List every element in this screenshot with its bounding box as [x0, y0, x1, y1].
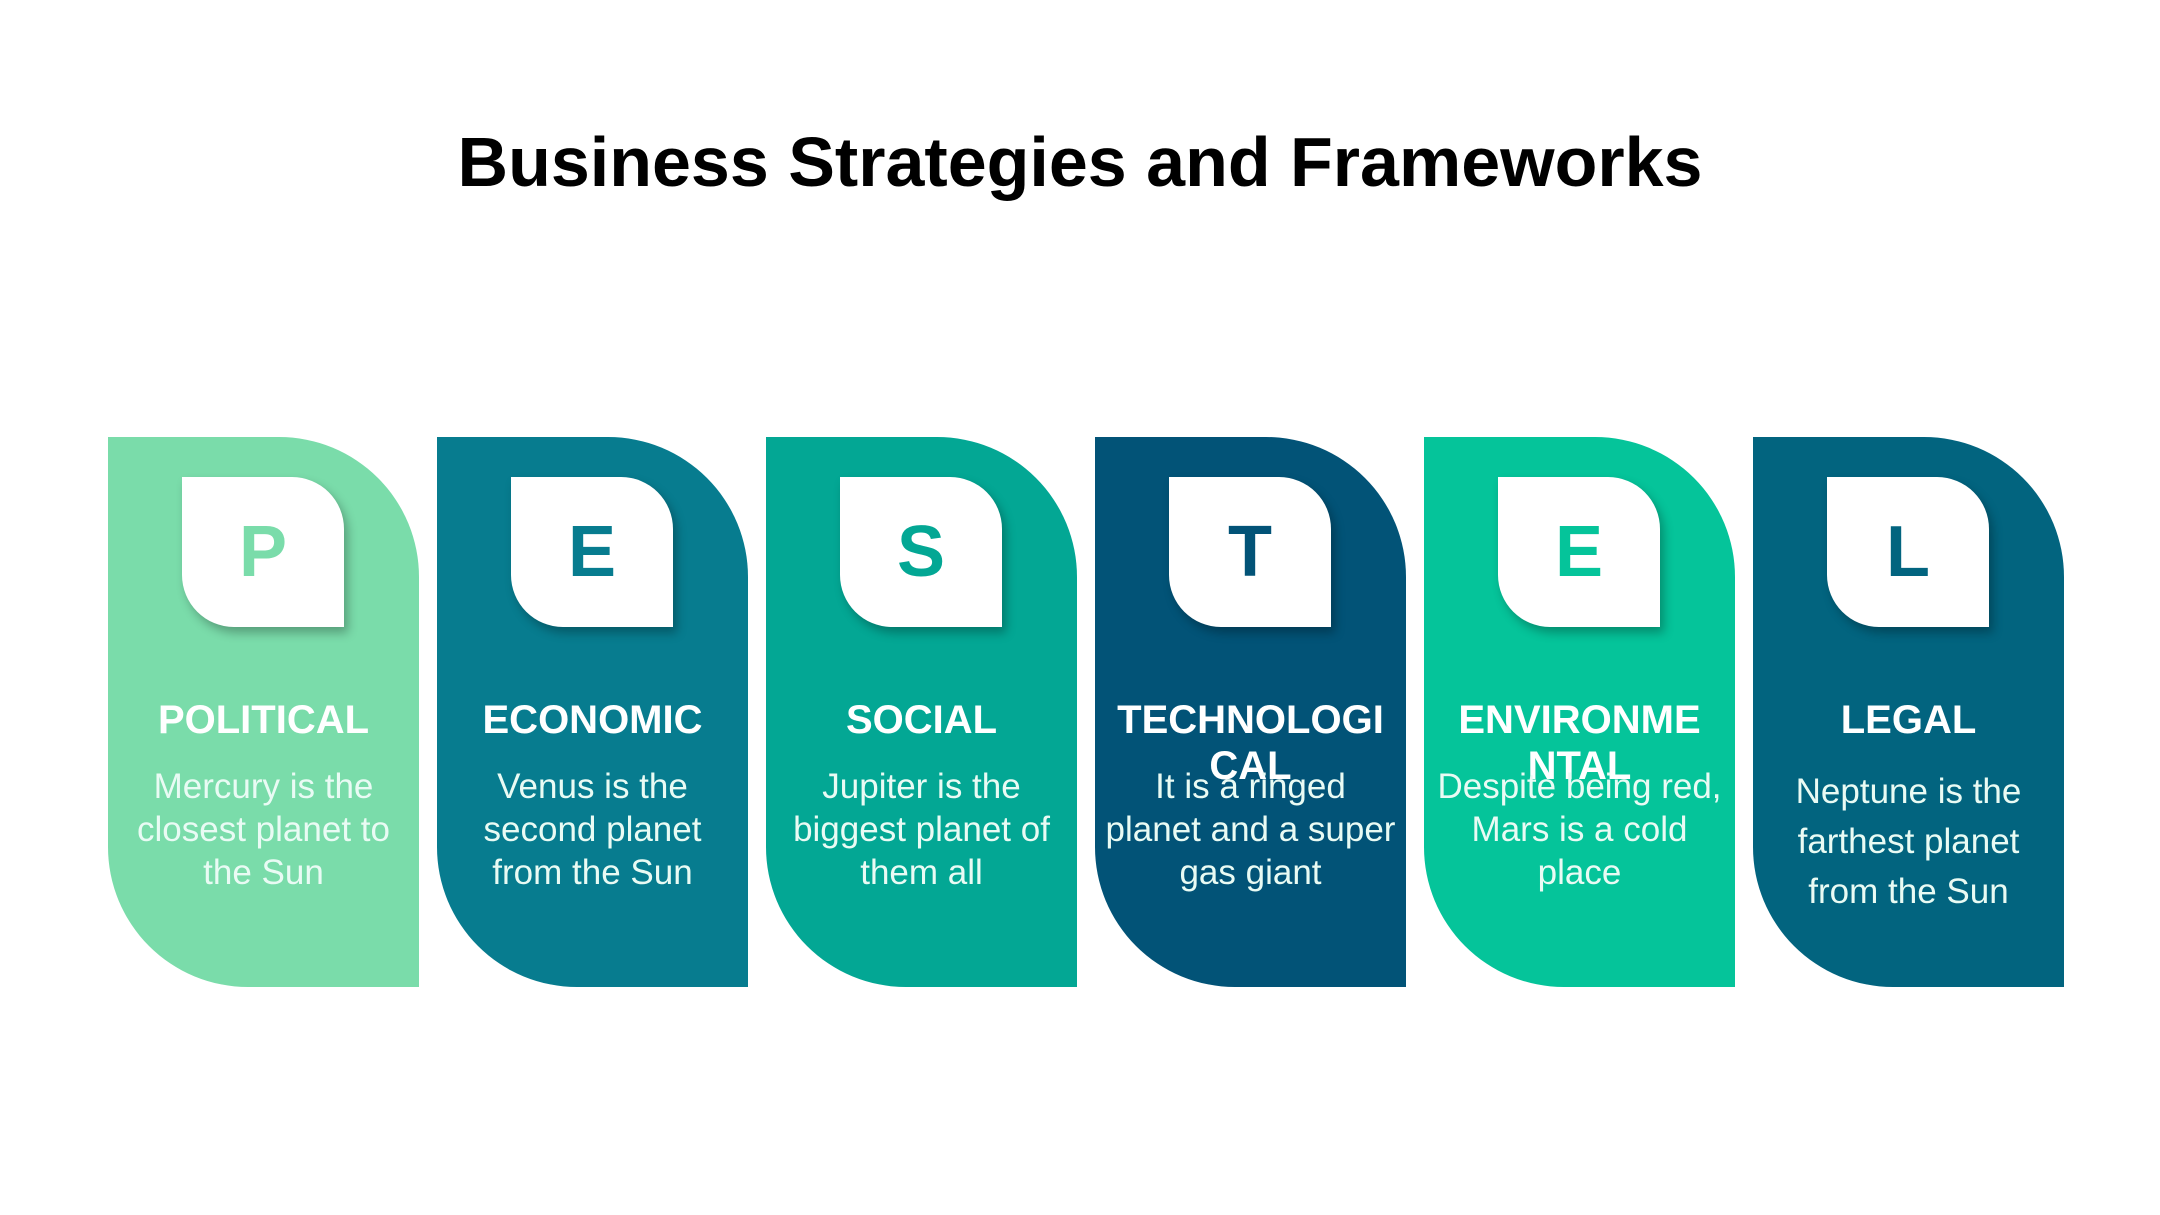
card-description-legal: Neptune is the farthest planet from the …	[1795, 772, 2022, 911]
pestel-card-environmental: E ENVIRONMENTAL Despite being red, Mars …	[1424, 437, 1735, 987]
card-heading-economic: ECONOMIC	[482, 698, 703, 742]
pestel-card-political: P POLITICAL Mercury is the closest plane…	[108, 437, 419, 987]
letter-badge-e2: E	[1498, 477, 1660, 627]
card-description-environmental: Despite being red, Mars is a cold place	[1437, 767, 1722, 892]
pestel-card-legal: L LEGAL Neptune is the farthest planet f…	[1753, 437, 2064, 987]
letter-badge-s: S	[840, 477, 1002, 627]
letter-badge-p: P	[182, 477, 344, 627]
card-description-political: Mercury is the closest planet to the Sun	[137, 767, 390, 892]
letter-badge-e: E	[511, 477, 673, 627]
slide-title: Business Strategies and Frameworks	[457, 123, 1703, 201]
card-description-technological: It is a ringed planet and a super gas gi…	[1105, 767, 1396, 892]
card-heading-technological: TECHNOLOGICAL	[1117, 698, 1384, 788]
pestel-card-social: S SOCIAL Jupiter is the biggest planet o…	[766, 437, 1077, 987]
card-description-economic: Venus is the second planet from the Sun	[483, 767, 702, 892]
pestel-card-economic: E ECONOMIC Venus is the second planet fr…	[437, 437, 748, 987]
pestel-card-technological: T TECHNOLOGICAL It is a ringed planet an…	[1095, 437, 1406, 987]
letter-badge-t: T	[1169, 477, 1331, 627]
card-heading-environmental: ENVIRONMENTAL	[1458, 698, 1701, 788]
card-heading-political: POLITICAL	[157, 698, 370, 742]
letter-badge-l: L	[1827, 477, 1989, 627]
card-heading-social: SOCIAL	[845, 698, 998, 742]
card-heading-legal: LEGAL	[1840, 698, 1977, 742]
card-description-social: Jupiter is the biggest planet of them al…	[793, 767, 1050, 892]
